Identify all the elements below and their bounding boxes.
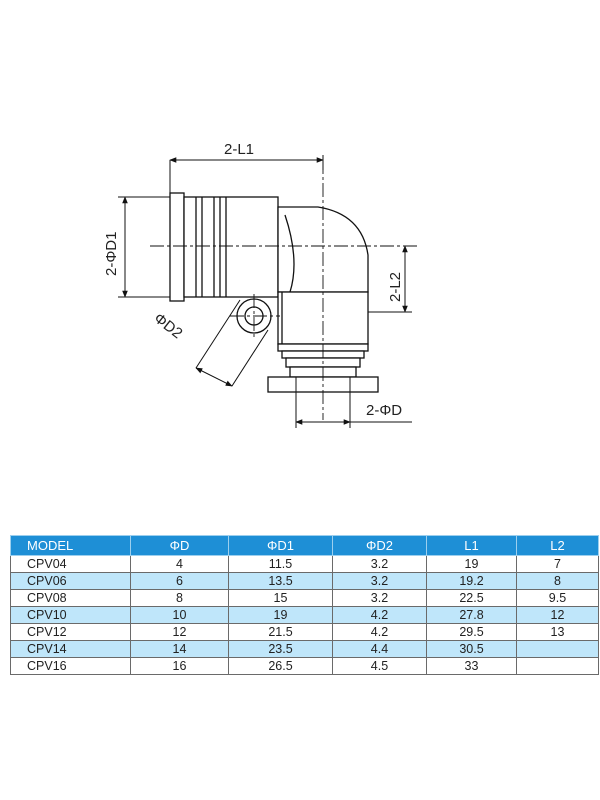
cell-d2: 3.2 bbox=[332, 555, 427, 573]
cell-d2: 4.2 bbox=[332, 623, 427, 641]
cell-d: 16 bbox=[130, 657, 229, 675]
header-d1: ΦD1 bbox=[228, 535, 333, 556]
cell-d2: 4.4 bbox=[332, 640, 427, 658]
cell-model: CPV04 bbox=[10, 555, 131, 573]
cell-l2: 12 bbox=[516, 606, 599, 624]
dimension-lines bbox=[118, 155, 412, 428]
label-2-l2: 2-L2 bbox=[387, 272, 404, 302]
cell-l1: 29.5 bbox=[426, 623, 517, 641]
cell-model: CPV12 bbox=[10, 623, 131, 641]
cell-l1: 27.8 bbox=[426, 606, 517, 624]
cell-d2: 4.5 bbox=[332, 657, 427, 675]
center-lines bbox=[150, 160, 420, 420]
cell-d: 4 bbox=[130, 555, 229, 573]
table-row: CPV08 8 15 3.2 22.5 9.5 bbox=[10, 589, 599, 607]
cell-d1: 11.5 bbox=[228, 555, 333, 573]
cell-d1: 15 bbox=[228, 589, 333, 607]
header-l1: L1 bbox=[426, 535, 517, 556]
cell-l2: 13 bbox=[516, 623, 599, 641]
cell-d1: 19 bbox=[228, 606, 333, 624]
cell-d: 10 bbox=[130, 606, 229, 624]
table-row: CPV06 6 13.5 3.2 19.2 8 bbox=[10, 572, 599, 590]
cell-model: CPV10 bbox=[10, 606, 131, 624]
cell-model: CPV14 bbox=[10, 640, 131, 658]
cell-d: 8 bbox=[130, 589, 229, 607]
spec-table: MODEL ΦD ΦD1 ΦD2 L1 L2 CPV04 4 11.5 3.2 … bbox=[10, 535, 599, 675]
cell-d1: 13.5 bbox=[228, 572, 333, 590]
header-model: MODEL bbox=[10, 535, 131, 556]
cell-d: 6 bbox=[130, 572, 229, 590]
cell-l2: 9.5 bbox=[516, 589, 599, 607]
cell-l1: 30.5 bbox=[426, 640, 517, 658]
label-2-d: 2-ΦD bbox=[366, 402, 402, 419]
cell-l1: 19 bbox=[426, 555, 517, 573]
cell-l2: 8 bbox=[516, 572, 599, 590]
table-row: CPV10 10 19 4.2 27.8 12 bbox=[10, 606, 599, 624]
cell-model: CPV08 bbox=[10, 589, 131, 607]
table-row: CPV12 12 21.5 4.2 29.5 13 bbox=[10, 623, 599, 641]
table-row: CPV04 4 11.5 3.2 19 7 bbox=[10, 555, 599, 573]
table-header-row: MODEL ΦD ΦD1 ΦD2 L1 L2 bbox=[10, 535, 599, 556]
table-row: CPV16 16 26.5 4.5 33 bbox=[10, 657, 599, 675]
fitting-outline bbox=[169, 192, 379, 393]
cell-l2 bbox=[516, 640, 599, 658]
cell-d: 12 bbox=[130, 623, 229, 641]
label-2-l1: 2-L1 bbox=[224, 141, 254, 158]
cell-d2: 4.2 bbox=[332, 606, 427, 624]
cell-d2: 3.2 bbox=[332, 572, 427, 590]
cell-l1: 22.5 bbox=[426, 589, 517, 607]
cell-l2 bbox=[516, 657, 599, 675]
header-d: ΦD bbox=[130, 535, 229, 556]
label-2-d1: 2-ΦD1 bbox=[103, 232, 120, 276]
elbow-fitting-drawing: 2-L1 2-ΦD1 2-L2 ΦD2 2-ΦD bbox=[103, 141, 420, 428]
cell-model: CPV16 bbox=[10, 657, 131, 675]
cell-d2: 3.2 bbox=[332, 589, 427, 607]
cell-d: 14 bbox=[130, 640, 229, 658]
header-d2: ΦD2 bbox=[332, 535, 427, 556]
header-l2: L2 bbox=[516, 535, 599, 556]
cell-d1: 26.5 bbox=[228, 657, 333, 675]
label-d2: ΦD2 bbox=[151, 310, 186, 343]
cell-d1: 21.5 bbox=[228, 623, 333, 641]
cell-model: CPV06 bbox=[10, 572, 131, 590]
cell-d1: 23.5 bbox=[228, 640, 333, 658]
cell-l1: 33 bbox=[426, 657, 517, 675]
cell-l2: 7 bbox=[516, 555, 599, 573]
table-row: CPV14 14 23.5 4.4 30.5 bbox=[10, 640, 599, 658]
cell-l1: 19.2 bbox=[426, 572, 517, 590]
